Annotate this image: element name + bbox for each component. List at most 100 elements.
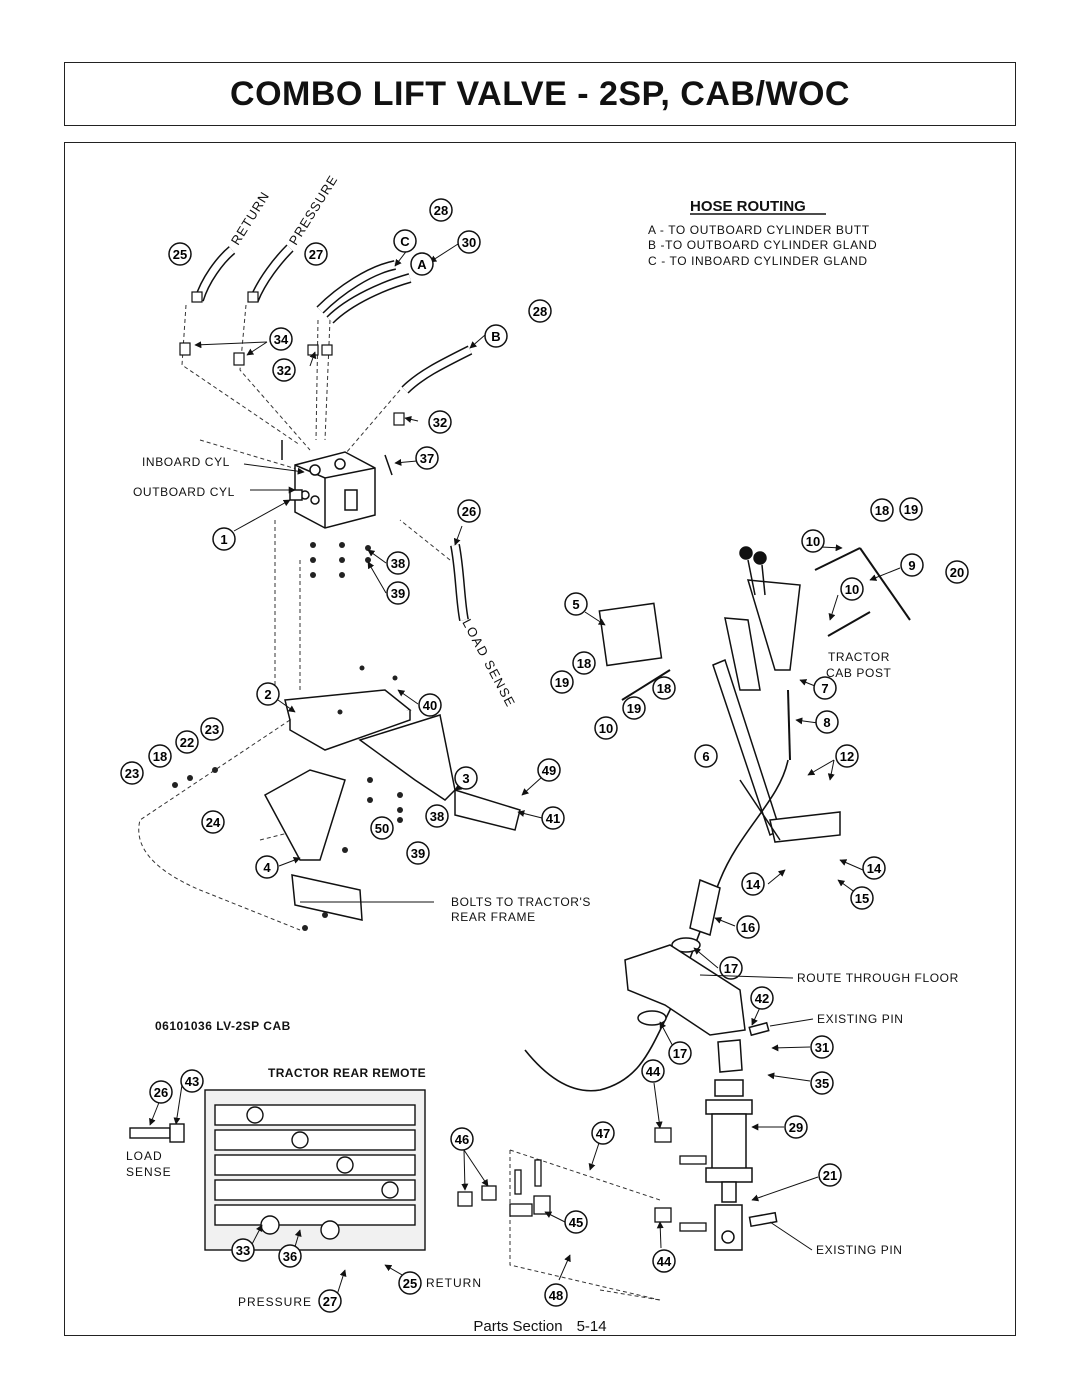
callout-text: 23 <box>205 722 219 737</box>
callout-44: 44 <box>641 1059 665 1083</box>
hose-routing-legend: HOSE ROUTING A - TO OUTBOARD CYLINDER BU… <box>648 198 877 268</box>
callout-3: 3 <box>454 766 478 790</box>
callout-text: 37 <box>420 451 434 466</box>
bolts-label-2: REAR FRAME <box>451 910 536 924</box>
callout-text: 41 <box>546 811 560 826</box>
footer-page-number: 5-14 <box>576 1318 607 1335</box>
lever-assembly <box>598 546 841 843</box>
callout-25: 25 <box>168 242 192 266</box>
callout-text: 2 <box>264 687 271 702</box>
callout-text: 10 <box>599 721 613 736</box>
callout-14: 14 <box>862 856 886 880</box>
callout-19: 19 <box>550 670 574 694</box>
callout-text: 28 <box>434 203 448 218</box>
callout-a: A <box>410 252 434 276</box>
callout-text: A <box>417 257 427 272</box>
callout-text: 22 <box>180 735 194 750</box>
callout-text: 9 <box>908 558 915 573</box>
callout-text: 48 <box>549 1288 563 1303</box>
return-label-top: RETURN <box>228 189 273 248</box>
callout-49: 49 <box>537 758 561 782</box>
callout-text: 12 <box>840 749 854 764</box>
callout-23: 23 <box>120 761 144 785</box>
callout-18: 18 <box>148 744 172 768</box>
callout-text: 7 <box>821 681 828 696</box>
rods <box>621 547 911 761</box>
hose-routing-line-b: B -TO OUTBOARD CYLINDER GLAND <box>648 238 877 252</box>
callout-text: 4 <box>263 860 271 875</box>
callout-text: 15 <box>855 891 869 906</box>
callout-46: 46 <box>450 1127 474 1151</box>
load-sense-label-2: SENSE <box>126 1165 172 1179</box>
callout-14: 14 <box>741 872 765 896</box>
callout-text: 25 <box>173 247 187 262</box>
pressure-label-top: PRESSURE <box>286 172 341 247</box>
callout-30: 30 <box>457 230 481 254</box>
fittings <box>179 291 405 426</box>
callout-31: 31 <box>810 1035 834 1059</box>
callout-text: 39 <box>391 586 405 601</box>
callout-text: 50 <box>375 821 389 836</box>
bolts-label-1: BOLTS TO TRACTOR'S <box>451 895 591 909</box>
callout-35: 35 <box>810 1071 834 1095</box>
callout-38: 38 <box>386 551 410 575</box>
callout-text: 28 <box>533 304 547 319</box>
callout-39: 39 <box>386 581 410 605</box>
callout-text: B <box>491 329 500 344</box>
callout-text: 10 <box>806 534 820 549</box>
callout-18: 18 <box>572 651 596 675</box>
callout-7: 7 <box>813 676 837 700</box>
load-sense-hose-label: LOAD SENSE <box>459 616 518 710</box>
callout-text: 17 <box>673 1046 687 1061</box>
callout-26: 26 <box>457 499 481 523</box>
tractor-rear-remote <box>129 1089 426 1251</box>
top-hoses <box>194 244 473 621</box>
callout-text: 10 <box>845 582 859 597</box>
callout-17: 17 <box>719 956 743 980</box>
callout-text: 18 <box>657 681 671 696</box>
callout-text: 40 <box>423 698 437 713</box>
lift-cylinder <box>705 1021 778 1251</box>
callout-text: 36 <box>283 1249 297 1264</box>
callout-text: 18 <box>153 749 167 764</box>
callout-50: 50 <box>370 816 394 840</box>
callout-text: 24 <box>206 815 221 830</box>
callouts: 25 27 28 C 30 A 28 B 34 32 32 37 1 26 38… <box>120 198 969 1313</box>
callout-32: 32 <box>428 410 452 434</box>
callout-text: 14 <box>746 877 761 892</box>
callout-text: 19 <box>904 502 918 517</box>
floor-boot <box>624 878 746 1036</box>
callout-21: 21 <box>818 1163 842 1187</box>
callout-24: 24 <box>201 810 225 834</box>
hose-routing-heading: HOSE ROUTING <box>690 198 806 215</box>
callout-9: 9 <box>900 553 924 577</box>
callout-32: 32 <box>272 358 296 382</box>
callout-36: 36 <box>278 1244 302 1268</box>
callout-25: 25 <box>398 1271 422 1295</box>
callout-34: 34 <box>269 327 293 351</box>
inboard-cyl-label: INBOARD CYL <box>142 455 230 469</box>
callout-text: 18 <box>577 656 591 671</box>
callout-text: 33 <box>236 1243 250 1258</box>
callout-18: 18 <box>870 498 894 522</box>
tractor-rear-remote-label: TRACTOR REAR REMOTE <box>268 1066 426 1080</box>
callout-23: 23 <box>200 717 224 741</box>
callout-text: 39 <box>411 846 425 861</box>
callout-8: 8 <box>815 710 839 734</box>
page-footer: Parts Section 5-14 <box>0 1318 1080 1335</box>
callout-text: 44 <box>657 1254 672 1269</box>
callout-text: 42 <box>755 991 769 1006</box>
callout-5: 5 <box>564 592 588 616</box>
callout-26: 26 <box>149 1080 173 1104</box>
callout-39: 39 <box>406 841 430 865</box>
callout-16: 16 <box>736 915 760 939</box>
footer-section: Parts Section <box>473 1318 563 1335</box>
callout-text: 35 <box>815 1076 829 1091</box>
callout-text: 26 <box>462 504 476 519</box>
callout-text: 19 <box>627 701 641 716</box>
callout-12: 12 <box>835 744 859 768</box>
callout-text: 3 <box>462 771 469 786</box>
callout-10: 10 <box>594 716 618 740</box>
callout-text: 32 <box>433 415 447 430</box>
